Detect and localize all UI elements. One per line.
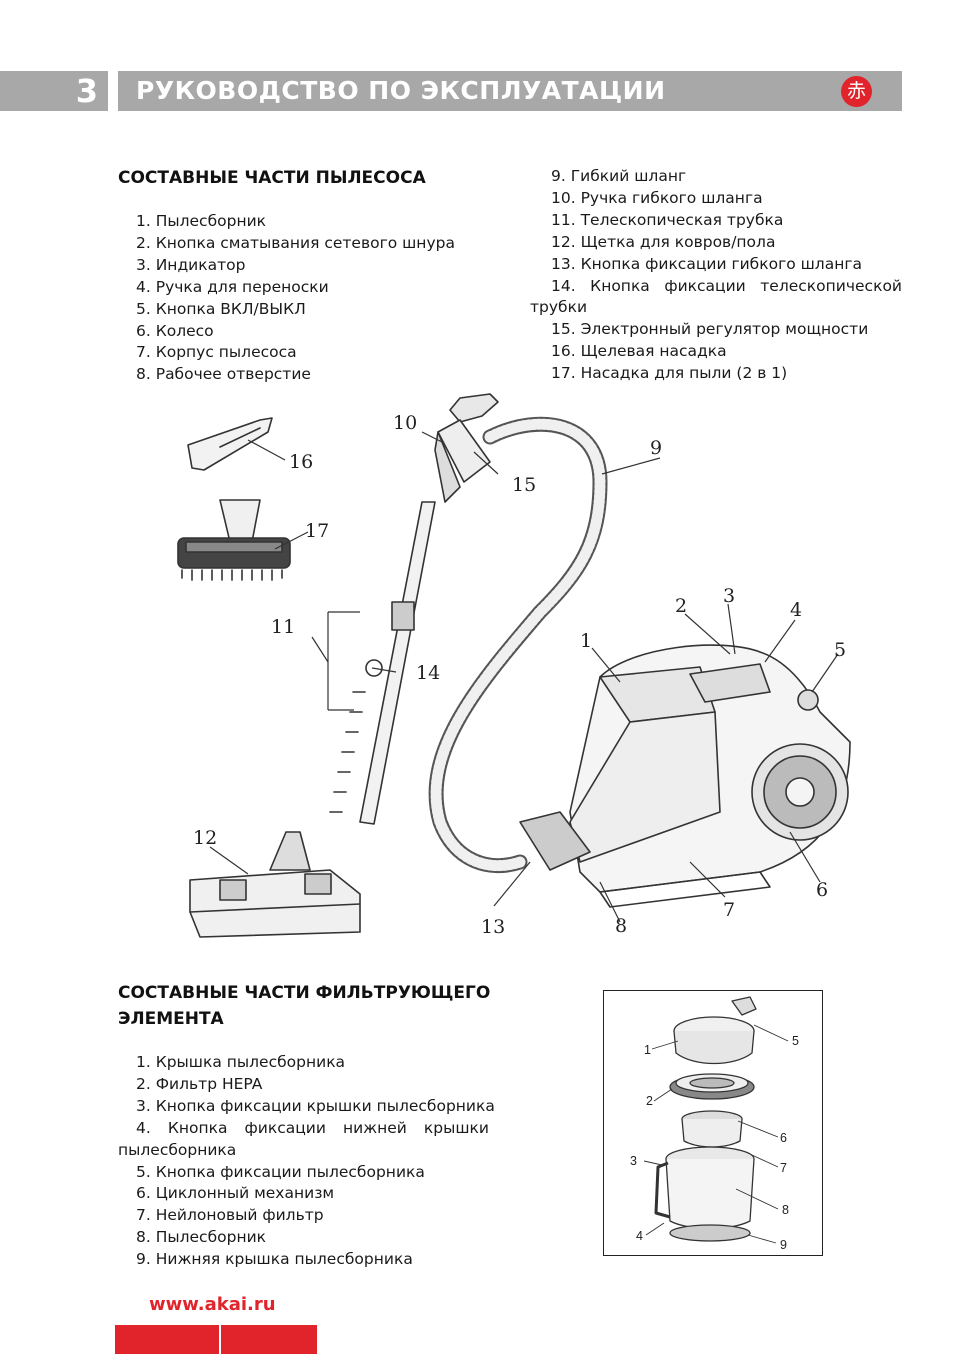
list-item: 2. Кнопка сматывания сетевого шнура xyxy=(136,233,455,252)
footer-red-block-right xyxy=(221,1325,317,1354)
list-item: 3. Кнопка фиксации крышки пылесборника xyxy=(136,1096,495,1115)
page-title: РУКОВОДСТВО ПО ЭКСПЛУАТАЦИИ xyxy=(136,76,666,105)
diagram-label-8: 8 xyxy=(615,915,627,937)
list-item: 2. Фильтр HEPA xyxy=(136,1074,263,1093)
diagram-label-14: 14 xyxy=(416,662,440,684)
diagram-label-11: 11 xyxy=(271,616,295,638)
filter-label-9: 9 xyxy=(780,1238,787,1252)
diagram-label-13: 13 xyxy=(481,916,505,938)
list-item: 17. Насадка для пыли (2 в 1) xyxy=(551,364,788,383)
list-item: 12. Щетка для ковров/пола xyxy=(551,232,776,251)
diagram-label-12: 12 xyxy=(193,827,217,849)
filter-label-4: 4 xyxy=(636,1229,643,1243)
list-item: 6. Колесо xyxy=(136,321,214,340)
filter-diagram-box: 1 2 3 4 5 6 7 8 9 xyxy=(603,990,823,1256)
list-item: 7. Нейлоновый фильтр xyxy=(136,1206,324,1225)
filter-label-1: 1 xyxy=(644,1043,651,1057)
list-item: 4. Кнопка фиксации нижней крышки xyxy=(136,1118,489,1137)
list-item: 16. Щелевая насадка xyxy=(551,342,727,361)
list-item: 1. Пылесборник xyxy=(136,212,267,230)
parts-list-left: 1. Пылесборник 2. Кнопка сматывания сете… xyxy=(136,211,455,386)
list-item: 5. Кнопка фиксации пылесборника xyxy=(136,1162,425,1181)
list-item: 6. Циклонный механизм xyxy=(136,1184,335,1203)
filter-label-8: 8 xyxy=(782,1203,789,1217)
list-item: 3. Индикатор xyxy=(136,255,246,274)
filter-label-5: 5 xyxy=(792,1034,799,1048)
list-item: 4. Ручка для переноски xyxy=(136,277,329,296)
diagram-label-7: 7 xyxy=(723,899,735,921)
list-item: 1. Крышка пылесборника xyxy=(136,1053,346,1071)
filter-label-6: 6 xyxy=(780,1131,787,1145)
filter-diagram: 1 2 3 4 5 6 7 8 9 xyxy=(630,996,799,1252)
list-item: 5. Кнопка ВКЛ/ВЫКЛ xyxy=(136,299,306,318)
diagram-label-5: 5 xyxy=(834,639,846,661)
filter-label-7: 7 xyxy=(780,1161,787,1175)
diagram-label-15: 15 xyxy=(512,474,536,496)
list-item: 9. Гибкий шланг xyxy=(551,167,687,185)
list-item: 14. Кнопка фиксации телескопической xyxy=(551,276,902,295)
filter-label-3: 3 xyxy=(630,1154,637,1168)
vacuum-cleaner-diagram: 1 2 3 4 5 6 7 8 9 10 11 12 13 14 15 16 1… xyxy=(177,393,851,938)
parts-section-title: СОСТАВНЫЕ ЧАСТИ ПЫЛЕСОСА xyxy=(118,168,426,188)
list-item: 13. Кнопка фиксации гибкого шланга xyxy=(551,254,862,273)
list-item: 15. Электронный регулятор мощности xyxy=(551,320,869,339)
diagram-label-4: 4 xyxy=(790,599,802,621)
website-link[interactable]: www.akai.ru xyxy=(149,1294,276,1315)
list-item: 9. Нижняя крышка пылесборника xyxy=(136,1250,413,1269)
list-item: 8. Рабочее отверстие xyxy=(136,365,311,384)
diagram-label-6: 6 xyxy=(816,879,828,901)
list-item: 10. Ручка гибкого шланга xyxy=(551,188,763,207)
footer-red-block-left xyxy=(115,1325,219,1354)
filter-parts-list: 1. Крышка пылесборника 2. Фильтр HEPA 3.… xyxy=(118,1052,495,1271)
list-item: 7. Корпус пылесоса xyxy=(136,343,297,362)
filter-section-title-line2: ЭЛЕМЕНТА xyxy=(118,1009,224,1029)
diagram-label-2: 2 xyxy=(675,595,687,617)
list-item: 8. Пылесборник xyxy=(136,1228,267,1247)
diagram-label-9: 9 xyxy=(650,437,662,459)
akai-logo-icon: 赤 xyxy=(841,76,872,107)
parts-list-right: 9. Гибкий шланг 10. Ручка гибкого шланга… xyxy=(530,166,902,385)
diagram-label-16: 16 xyxy=(289,451,313,473)
diagram-label-10: 10 xyxy=(393,412,417,434)
diagram-label-1: 1 xyxy=(580,630,592,652)
list-item: 11. Телескопическая трубка xyxy=(551,210,784,229)
list-item-continuation: пылесборника xyxy=(118,1140,237,1159)
header-bar: РУКОВОДСТВО ПО ЭКСПЛУАТАЦИИ 赤 xyxy=(118,71,902,111)
filter-section-title-line1: СОСТАВНЫЕ ЧАСТИ ФИЛЬТРУЮЩЕГО xyxy=(118,983,491,1003)
filter-label-2: 2 xyxy=(646,1094,653,1108)
diagram-label-17: 17 xyxy=(305,520,329,542)
diagram-label-3: 3 xyxy=(723,585,735,607)
list-item-continuation: трубки xyxy=(530,298,588,317)
page-number: 3 xyxy=(0,71,108,111)
